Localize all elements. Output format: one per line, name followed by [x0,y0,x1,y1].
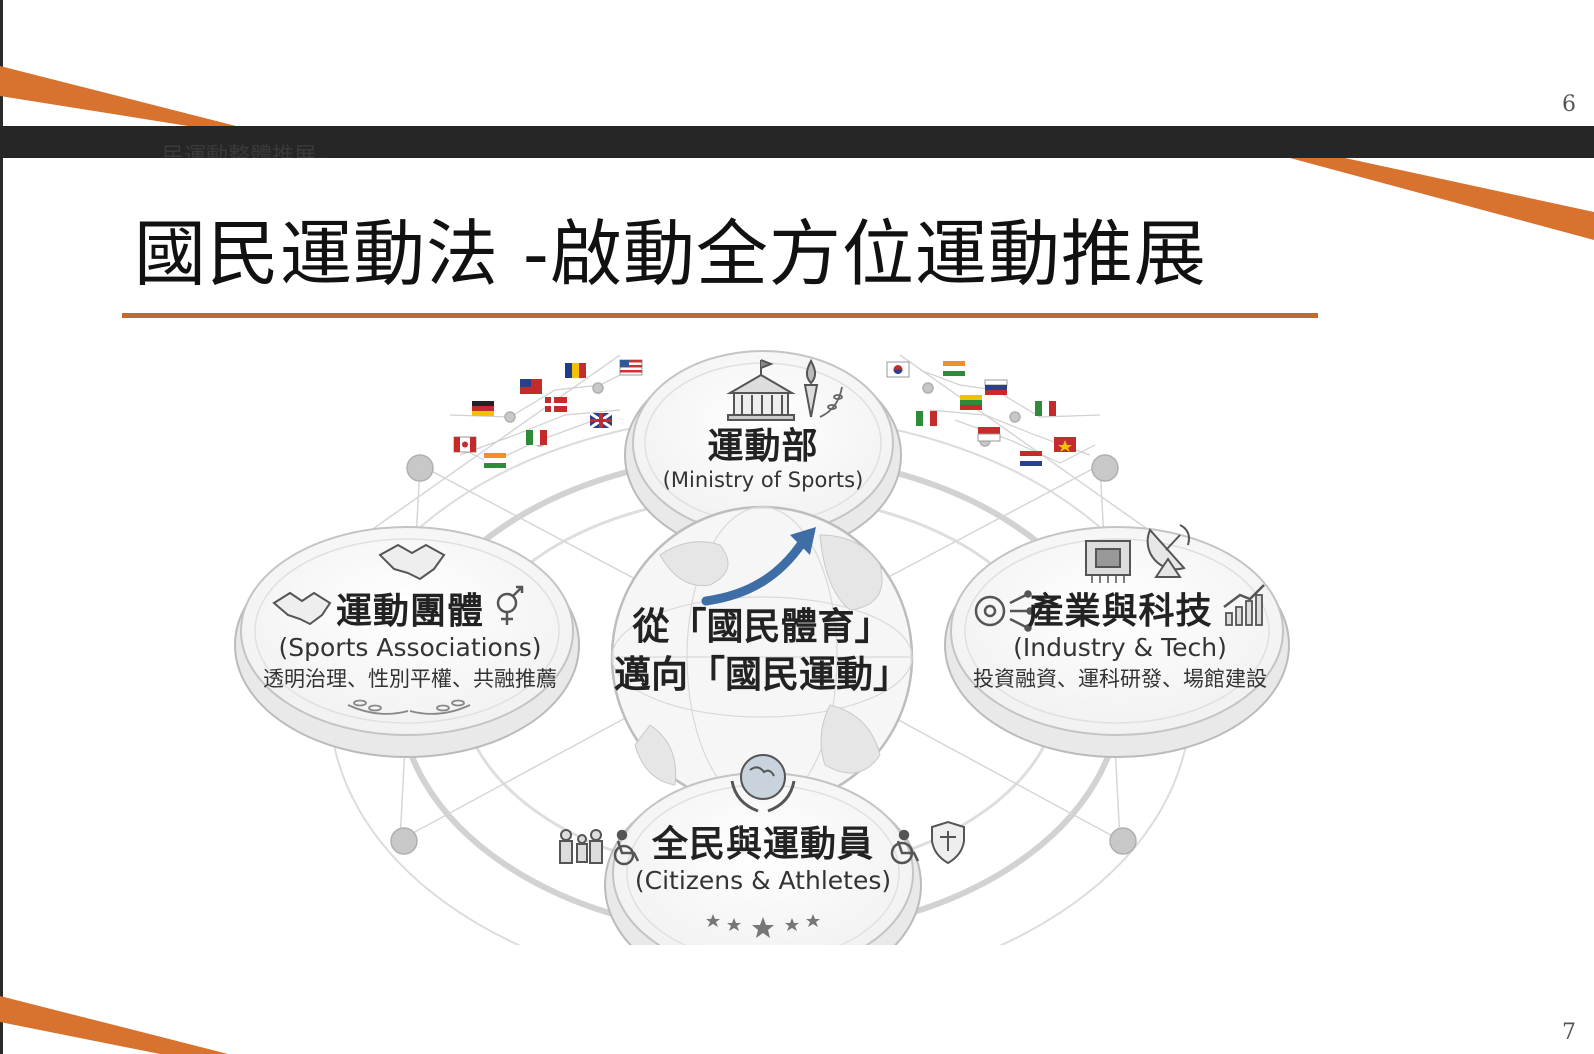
flag-denmark-icon [545,397,567,412]
flag-netherlands-icon [1020,451,1042,466]
previous-slide-divider: 民運動整體推展。 [0,126,1594,158]
accent-stripe-right [1290,158,1594,240]
flag-usa-icon [619,359,643,376]
laurel-icon [819,386,843,418]
node-sports-associations: 運動團體 (Sports Associations) 透明治理、性別平權、共融推… [250,590,570,692]
node-citizens-athletes: 全民與運動員 (Citizens & Athletes) [618,823,908,896]
accent-stripe-top-left [0,66,236,126]
handshake-icon [378,543,446,581]
gear-network-icon [974,590,1034,632]
associations-label-en: (Sports Associations) [278,633,542,663]
flag-mexico-icon [1035,401,1056,416]
citizens-label-zh: 全民與運動員 [651,824,874,865]
flag-indonesia-icon [977,427,1001,442]
diagram-background [234,350,1290,945]
satellite-dish-icon [1146,524,1190,578]
government-building-icon [726,359,796,421]
industry-desc: 投資融資、運科研發、場館建設 [973,667,1267,692]
accent-stripe-bottom-left [0,996,228,1054]
prev-slide-fragment: 民運動整體推展。 [162,144,339,158]
flag-taiwan-icon [520,379,542,394]
grey-node [390,827,418,855]
flag-germany-icon [472,401,494,416]
associations-desc: 透明治理、性別平權、共融推薦 [263,667,557,692]
flag-india-icon [484,453,506,468]
center-line-2: 邁向「國民運動」 [614,653,910,697]
wheelchair-icon [613,829,640,866]
hands-globe-icon [730,754,796,813]
slide-title: 國民運動法 -啟動全方位運動推展 [134,212,1207,296]
shield-scale-icon [931,820,965,865]
flag-myanmar-icon [960,395,982,410]
center-line-1: 從「國民體育」 [632,605,892,648]
flag-vietnam-icon [1054,437,1076,452]
flag-romania-icon [565,363,586,378]
next-slide-number: 7 [1562,1020,1576,1045]
associations-disc [234,526,580,758]
stars-icon [706,914,820,938]
ministry-label-zh: 運動部 [707,426,819,467]
page-edge [0,0,3,1054]
grey-node [1091,454,1119,482]
prev-slide-number: 6 [1562,92,1576,117]
microchip-icon [1085,540,1131,583]
ministry-label-en: (Ministry of Sports) [662,468,864,493]
flag-russia-icon [984,379,1008,395]
handshake-icon [272,591,332,626]
node-ministry-of-sports: 運動部 (Ministry of Sports) [643,425,883,493]
gender-equality-icon [496,585,524,625]
node-industry-tech: 產業與科技 (Industry & Tech) 投資融資、運科研發、場館建設 [965,590,1275,692]
flag-uk-icon [589,411,613,430]
grey-node [1109,827,1137,855]
growth-arrow-icon [701,527,816,606]
flag-canada-icon [453,436,477,453]
associations-label-zh: 運動團體 [335,591,484,632]
torch-icon [803,358,819,418]
industry-label-en: (Industry & Tech) [1013,633,1227,663]
node-center-goal: 從「國民體育」 邁向「國民運動」 [612,603,912,699]
flag-italy-icon [916,411,937,426]
flag-korea-icon [886,361,910,378]
flag-italy-icon [526,430,547,445]
wheelchair-icon [890,829,920,865]
laurel-wreath-icon [347,699,471,715]
citizens-disc [604,772,922,945]
sports-ecosystem-diagram: 運動部 (Ministry of Sports) 運動團體 (Sports As… [220,345,1340,965]
industry-disc [944,526,1290,758]
growth-chart-icon [1223,584,1265,626]
grey-node [406,454,434,482]
flag-india-icon [943,361,965,376]
family-icon [559,829,603,864]
center-globe [610,505,914,809]
industry-label-zh: 產業與科技 [1027,591,1213,632]
citizens-label-en: (Citizens & Athletes) [634,866,892,896]
title-underline [122,313,1318,318]
